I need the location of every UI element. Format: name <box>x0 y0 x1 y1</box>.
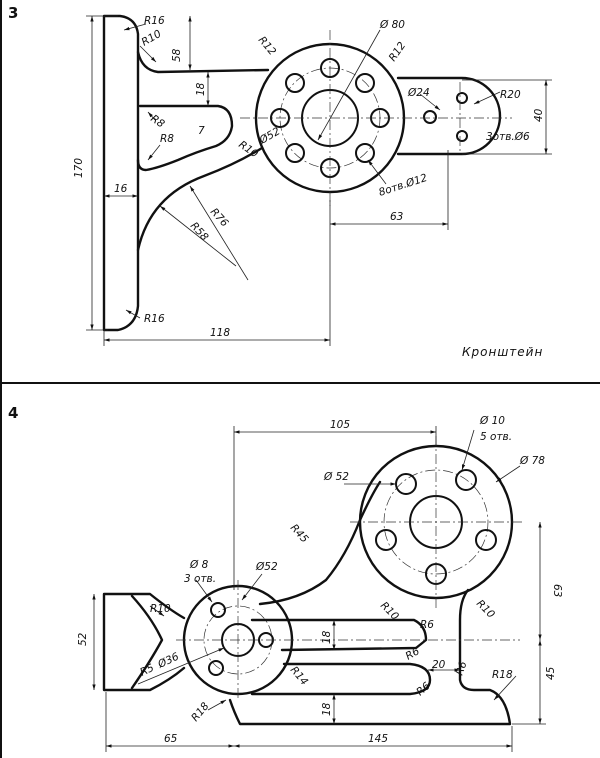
dim-3-holes: 3 отв. <box>184 573 216 585</box>
dim-18-b: 18 <box>321 702 333 716</box>
leader-line <box>495 465 521 483</box>
dim-r20: R20 <box>500 89 521 101</box>
dim-d52-mid: Ø52 <box>255 561 278 573</box>
dim-r58: R58 <box>188 220 211 244</box>
dim-r6-c: R6 <box>454 659 470 677</box>
leader-line <box>125 309 141 319</box>
dim-d10: Ø 10 <box>479 415 505 427</box>
dim-r14: R14 <box>288 664 310 688</box>
leader-line <box>159 205 237 267</box>
dim-d24: Ø24 <box>407 87 430 99</box>
dim-d52-top: Ø 52 <box>323 471 349 483</box>
dim-5-holes: 5 отв. <box>480 431 512 443</box>
dim-d8: Ø 8 <box>189 559 209 571</box>
dim-r10-top: R10 <box>140 28 164 49</box>
dim-r18-left: R18 <box>189 700 212 724</box>
boss-bolt-holes <box>270 58 390 178</box>
dim-r16-top: R16 <box>144 15 165 27</box>
left-boss-hole <box>210 602 226 618</box>
right-boss-hole <box>475 529 497 551</box>
dim-r45: R45 <box>288 522 311 546</box>
lower-slot <box>250 662 432 696</box>
dim-r12-right: R12 <box>387 40 409 64</box>
dim-r10-b: R10 <box>474 598 497 621</box>
right-boss-bolt-circle <box>383 469 489 575</box>
leader-line <box>207 699 227 711</box>
left-v-notch <box>130 594 164 690</box>
dim-105: 105 <box>330 419 350 431</box>
lug-hole <box>456 92 468 104</box>
left-boss-hole <box>208 660 224 676</box>
dim-58: 58 <box>171 48 183 62</box>
dim-r10-left: R10 <box>150 603 171 615</box>
dim-40: 40 <box>533 108 545 122</box>
dim-18: 18 <box>195 82 207 96</box>
upper-slot <box>250 618 428 652</box>
bolt-hole <box>285 143 305 163</box>
lug-center-hole <box>423 110 437 124</box>
dim-16: 16 <box>114 183 128 195</box>
bracket-lower-rib <box>136 146 264 252</box>
dim-63: 63 <box>390 211 403 223</box>
drawing-3-number: 3 <box>8 4 18 22</box>
dim-r12-left: R12 <box>256 34 279 58</box>
leader-line <box>189 185 249 281</box>
dim-63: 63 <box>551 584 563 597</box>
bolt-hole <box>320 58 340 78</box>
dim-118: 118 <box>210 327 230 339</box>
dim-3-holes-d6: 3отв.Ø6 <box>486 131 530 143</box>
dim-170: 170 <box>73 158 85 178</box>
right-boss-hole <box>395 473 417 495</box>
dim-52-left: 52 <box>77 632 89 646</box>
leader-line <box>149 605 165 617</box>
dim-18-a: 18 <box>321 630 333 644</box>
dim-r16-bottom: R16 <box>144 313 165 325</box>
dim-r18-right: R18 <box>492 669 513 681</box>
dim-r8-b: R8 <box>160 133 174 145</box>
dim-d80: Ø 80 <box>379 19 405 31</box>
drawing-4-part: 4 <box>8 404 563 752</box>
bracket-slot <box>136 104 234 172</box>
dim-r5: R5 <box>138 662 156 679</box>
dim-d78: Ø 78 <box>519 455 545 467</box>
leader-line <box>317 29 381 141</box>
leader-line <box>419 93 441 111</box>
bracket-back-plate <box>102 14 140 332</box>
dim-d36: Ø36 <box>155 651 181 672</box>
drawing-3-bracket: 3 <box>8 4 552 359</box>
leader-line <box>137 647 225 685</box>
bolt-hole <box>355 73 375 93</box>
bolt-hole <box>285 73 305 93</box>
leader-line <box>241 573 263 601</box>
leader-line <box>147 111 156 121</box>
dim-145: 145 <box>368 733 388 745</box>
right-boss-hole <box>375 529 397 551</box>
leader-line <box>493 675 517 701</box>
dim-7: 7 <box>198 125 205 137</box>
dim-65: 65 <box>164 733 178 745</box>
lug-hole <box>456 130 468 142</box>
leader-line <box>367 159 387 185</box>
part-outer-contour <box>102 480 512 726</box>
leader-line <box>139 45 157 63</box>
dim-20: 20 <box>432 659 446 671</box>
leader-line <box>195 579 213 603</box>
leader-line <box>123 23 147 31</box>
dim-r6-a: R6 <box>420 619 434 631</box>
right-boss-hole <box>455 469 477 491</box>
drawing-4-number: 4 <box>8 404 18 422</box>
leader-line <box>147 144 161 161</box>
dim-8-holes-d12: 8отв.Ø12 <box>377 172 429 199</box>
leader-line <box>461 429 475 471</box>
dim-r76: R76 <box>208 206 231 230</box>
dim-45: 45 <box>545 666 557 680</box>
bolt-hole <box>355 143 375 163</box>
bracket-upper-arm <box>136 50 270 74</box>
drawing-3-caption: Кронштейн <box>462 345 543 359</box>
leader-line <box>473 91 501 105</box>
